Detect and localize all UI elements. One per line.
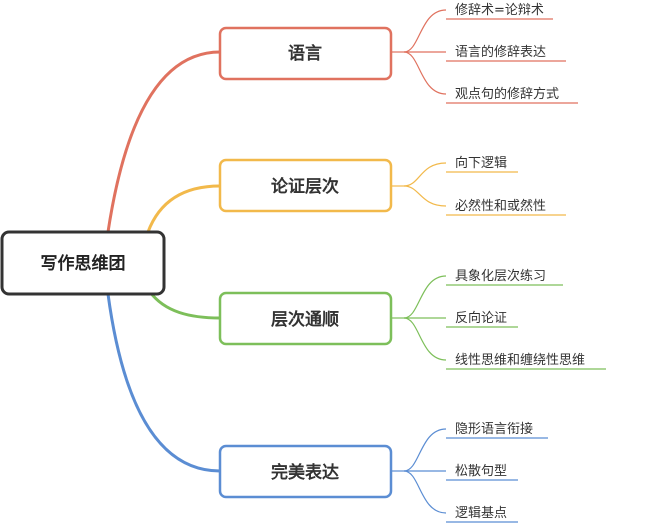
leaf-item[interactable]: 具象化层次练习: [455, 268, 546, 284]
leaf-item[interactable]: 线性思维和缠绕性思维: [455, 352, 585, 368]
leaf-item[interactable]: 观点句的修辞方式: [455, 86, 559, 102]
leaf-connectors-argument-levels: [391, 162, 566, 216]
branch-node-perfect-expression[interactable]: 完美表达: [218, 444, 393, 499]
leaf-item[interactable]: 反向论证: [455, 310, 507, 326]
branch-label: 语言: [288, 43, 322, 64]
branch-node-level-fluency[interactable]: 层次通顺: [218, 291, 393, 346]
connector-level-fluency: [148, 291, 221, 320]
leaf-item[interactable]: 修辞术=论辩术: [455, 3, 544, 18]
connector-perfect-expression: [106, 293, 221, 473]
branch-node-language[interactable]: 语言: [218, 26, 393, 81]
connector-language: [106, 50, 221, 233]
leaf-connectors-level-fluency: [391, 275, 606, 370]
leaf-item[interactable]: 逻辑基点: [455, 506, 507, 521]
branch-label: 完美表达: [271, 462, 339, 483]
leaf-connectors-language: [391, 9, 578, 104]
leaf-item[interactable]: 隐形语言衔接: [455, 421, 533, 437]
leaf-item[interactable]: 必然性和或然性: [455, 198, 546, 214]
root-label: 写作思维团: [41, 253, 126, 274]
branch-node-argument-levels[interactable]: 论证层次: [218, 158, 393, 213]
branch-label: 层次通顺: [271, 309, 339, 330]
leaf-item[interactable]: 向下逻辑: [455, 155, 507, 171]
leaf-item[interactable]: 语言的修辞表达: [455, 44, 546, 60]
connector-argument-levels: [146, 184, 221, 233]
leaf-connectors-perfect-expression: [391, 428, 548, 523]
leaf-item[interactable]: 松散句型: [455, 464, 507, 479]
branch-label: 论证层次: [271, 176, 339, 197]
root-node[interactable]: 写作思维团: [0, 230, 166, 296]
